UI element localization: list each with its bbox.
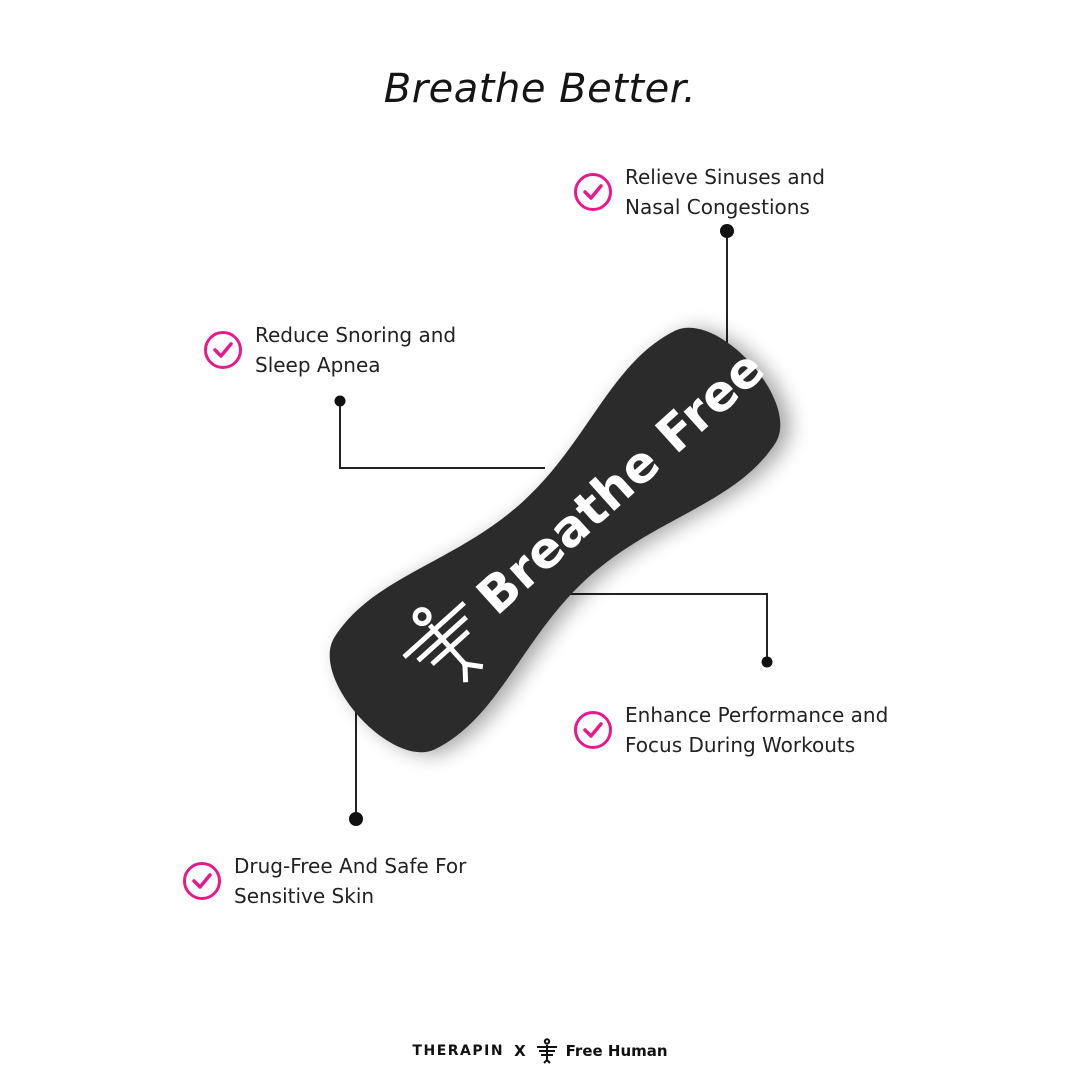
check-circle-icon [183,862,221,900]
brand-separator: X [514,1042,526,1060]
footer-brands: THERAPIN X Free Human [0,1038,1080,1064]
check-circle-icon [204,331,242,369]
feature-line: Sleep Apnea [255,353,381,377]
leader-dot-snoring [334,395,346,407]
feature-text: Drug-Free And Safe For Sensitive Skin [234,851,466,911]
leader-line-performance [565,593,768,662]
feature-text: Enhance Performance and Focus During Wor… [625,700,888,760]
feature-text: Relieve Sinuses and Nasal Congestions [625,162,825,222]
feature-line: Drug-Free And Safe For [234,854,467,878]
winged-figure-logo-icon [402,601,484,683]
feature-line: Sensitive Skin [234,884,375,908]
brand-therapin: THERAPIN [412,1043,505,1059]
feature-snoring: Reduce Snoring and Sleep Apnea [203,320,456,380]
feature-line: Enhance Performance and [625,703,889,727]
page-title: Breathe Better. [383,66,697,112]
brand-free-human: Free Human [565,1042,668,1060]
feature-line: Focus During Workouts [625,733,856,757]
feature-line: Relieve Sinuses and [625,165,825,189]
nasal-strip [329,327,781,753]
check-circle-icon [574,173,612,211]
leader-dot-drugfree [349,812,363,826]
check-circle-icon [574,711,612,749]
feature-performance: Enhance Performance and Focus During Wor… [573,700,888,760]
feature-line: Nasal Congestions [625,195,810,219]
leader-dot-performance [761,656,773,668]
feature-text: Reduce Snoring and Sleep Apnea [255,320,456,380]
feature-sinuses: Relieve Sinuses and Nasal Congestions [573,162,825,222]
feature-line: Reduce Snoring and [255,323,457,347]
leader-dot-sinuses [720,224,734,238]
feature-drug-free: Drug-Free And Safe For Sensitive Skin [182,851,466,911]
free-human-logo-icon [536,1038,557,1064]
leader-line-snoring [339,401,545,469]
